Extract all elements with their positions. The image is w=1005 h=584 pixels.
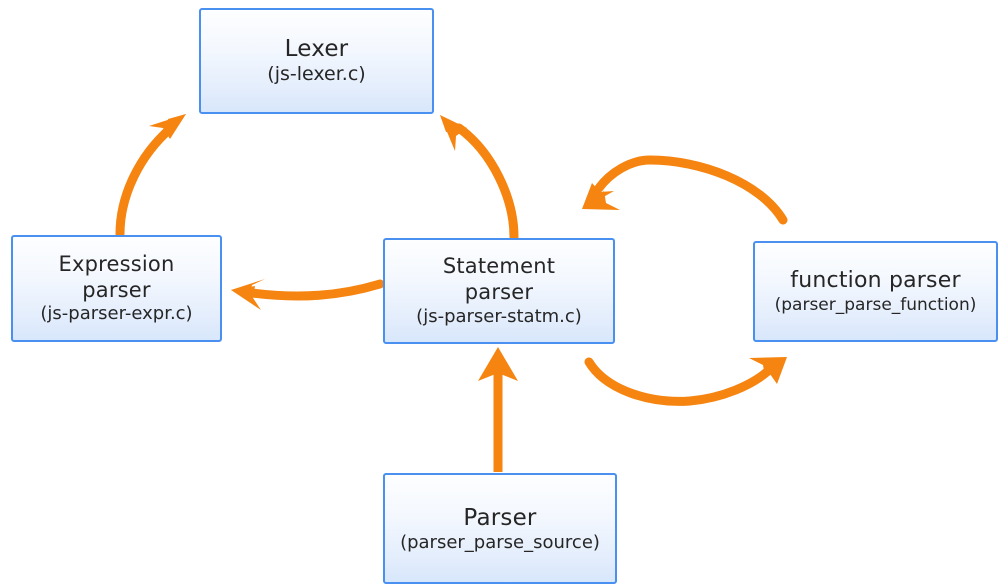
node-expression-parser-title-line1: Expression (58, 251, 175, 276)
edge-statement-to-function (584, 357, 787, 406)
node-lexer-title: Lexer (284, 36, 349, 63)
node-parser-subtitle: (parser_parse_source) (400, 531, 600, 553)
node-statement-parser-title-line2: parser (464, 280, 534, 305)
node-lexer-subtitle: (js-lexer.c) (267, 63, 366, 86)
node-parser-title: Parser (463, 504, 537, 531)
edge-parser-to-statement (478, 347, 518, 472)
node-expression-parser-title-line2: parser (82, 277, 151, 302)
node-statement-parser-title-line1: Statement (442, 254, 556, 279)
node-function-parser-subtitle: (parser_parse_function) (774, 294, 977, 315)
edge-expression-to-lexer (115, 114, 186, 239)
edge-function-to-statement (582, 155, 788, 225)
edge-statement-to-expression (231, 279, 385, 310)
node-function-parser[interactable]: function parser (parser_parse_function) (753, 241, 998, 342)
node-lexer[interactable]: Lexer (js-lexer.c) (199, 8, 434, 114)
node-statement-parser-subtitle: (js-parser-statm.c) (416, 305, 582, 327)
node-expression-parser-subtitle: (js-parser-expr.c) (40, 303, 193, 325)
node-parser[interactable]: Parser (parser_parse_source) (383, 473, 617, 584)
node-statement-parser[interactable]: Statement parser (js-parser-statm.c) (383, 238, 615, 344)
node-expression-parser[interactable]: Expression parser (js-parser-expr.c) (11, 235, 222, 342)
edge-statement-to-lexer (440, 115, 519, 242)
node-function-parser-title: function parser (790, 267, 961, 293)
